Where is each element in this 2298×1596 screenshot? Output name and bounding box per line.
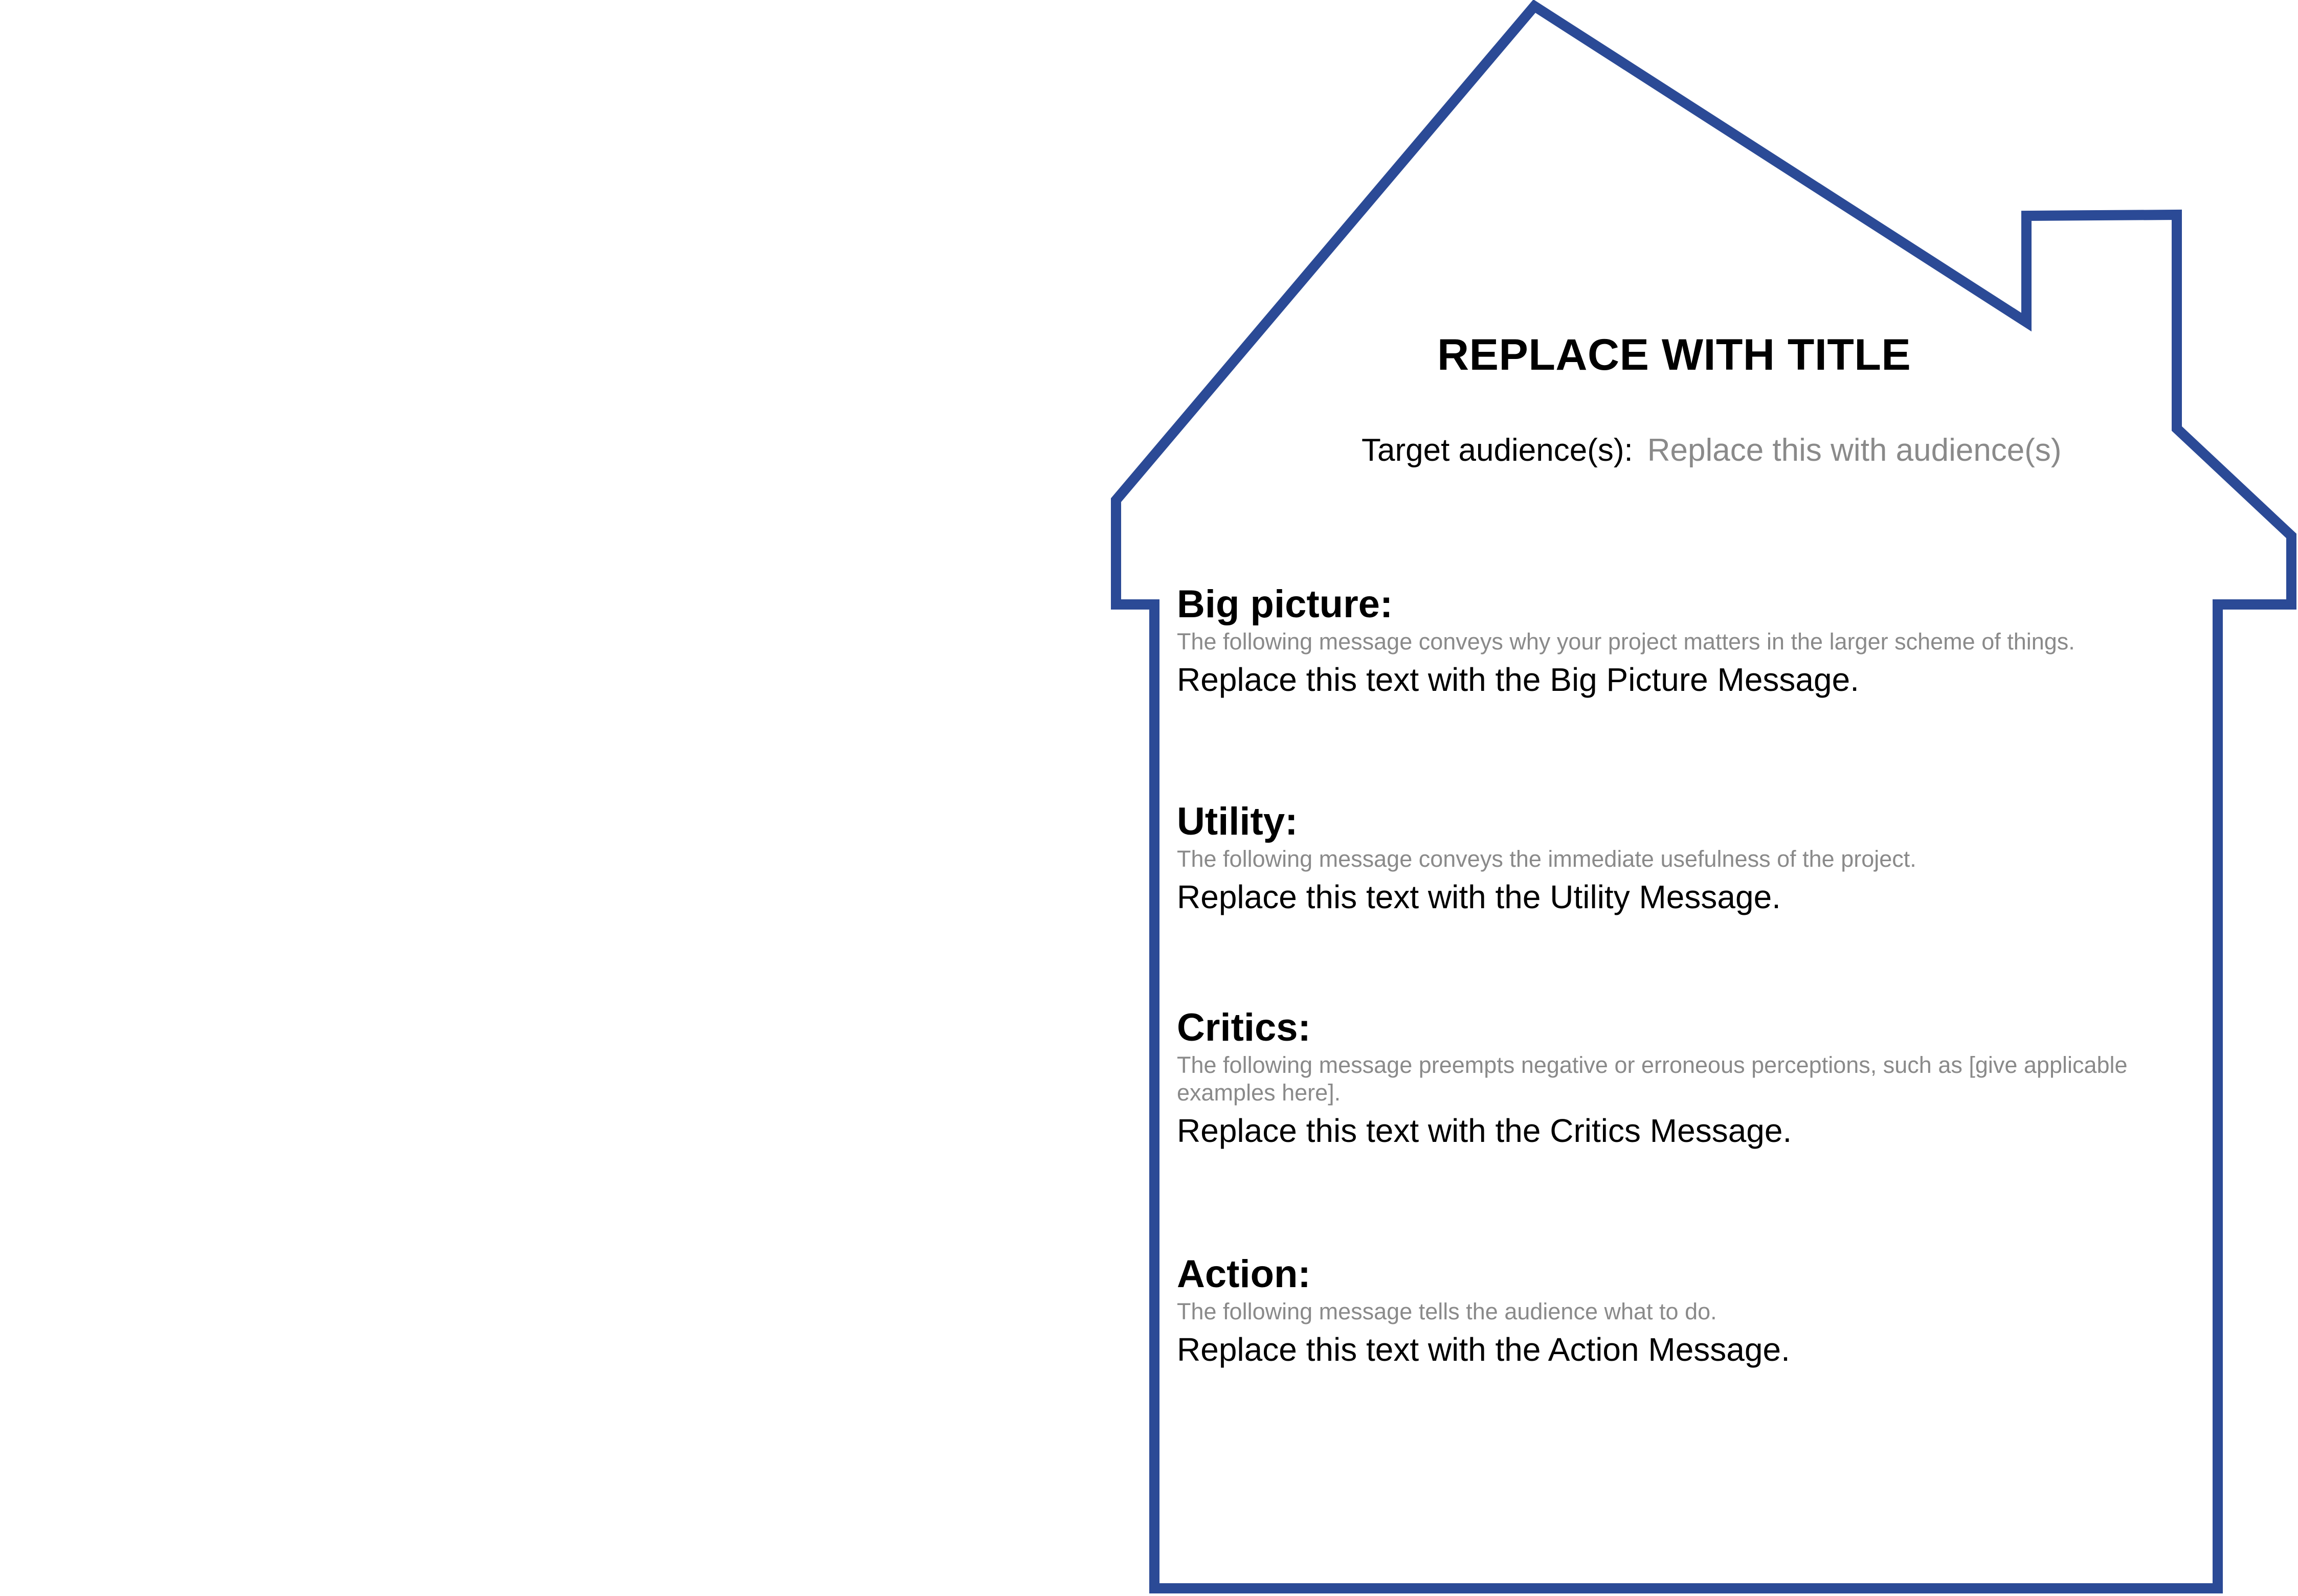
critics-section: Critics: The following message preempts …: [1177, 1006, 2138, 1152]
target-audience-row: Target audience(s): Replace this with aud…: [1362, 432, 2062, 468]
utility-section: Utility: The following message conveys t…: [1177, 800, 2138, 918]
big-picture-heading: Big picture:: [1177, 582, 1393, 626]
action-message[interactable]: Replace this text with the Action Messag…: [1177, 1331, 1790, 1368]
critics-message[interactable]: Replace this text with the Critics Messa…: [1177, 1112, 1792, 1149]
target-audience-value[interactable]: Replace this with audience(s): [1647, 433, 2062, 468]
action-section: Action: The following message tells the …: [1177, 1253, 2138, 1371]
utility-heading: Utility:: [1177, 800, 1298, 843]
critics-heading: Critics:: [1177, 1006, 1311, 1049]
big-picture-description: The following message conveys why your p…: [1177, 628, 2075, 655]
target-audience-label: Target audience(s):: [1362, 433, 1633, 468]
critics-description: The following message preempts negative …: [1177, 1051, 2128, 1106]
utility-message[interactable]: Replace this text with the Utility Messa…: [1177, 878, 1781, 915]
page-title: REPLACE WITH TITLE: [1437, 330, 1911, 379]
big-picture-message[interactable]: Replace this text with the Big Picture M…: [1177, 661, 1859, 698]
house-outline-shape: [1111, 0, 2296, 1593]
big-picture-section: Big picture: The following message conve…: [1177, 583, 2138, 701]
action-heading: Action:: [1177, 1252, 1311, 1296]
utility-description: The following message conveys the immedi…: [1177, 845, 1916, 872]
action-description: The following message tells the audience…: [1177, 1298, 1717, 1324]
